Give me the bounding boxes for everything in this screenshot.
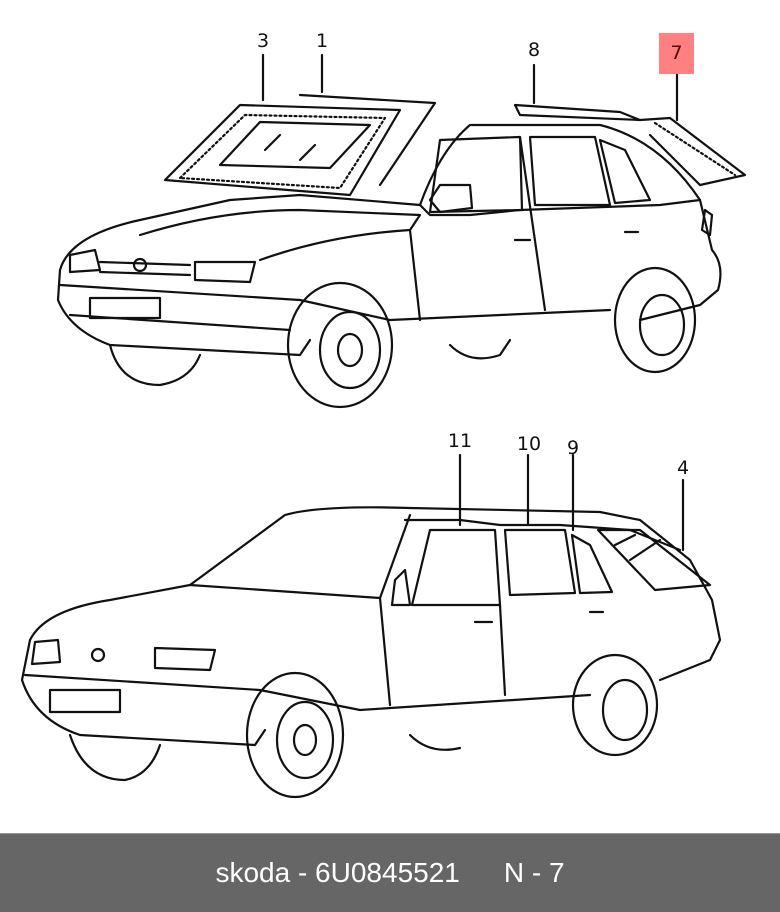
callout-label-1: 1 (315, 30, 329, 52)
position-text: N - 7 (503, 857, 565, 888)
callout-label-3: 3 (256, 30, 270, 52)
callout-label-8: 8 (527, 39, 541, 61)
highlighted-callout-7: 7 (659, 33, 694, 74)
callout-label-10: 10 (516, 433, 542, 455)
estate-car-drawing (20, 453, 722, 799)
callout-label-11: 11 (447, 430, 473, 452)
parts-diagram (20, 53, 747, 799)
part-number-text: skoda - 6U0845521 (215, 857, 460, 888)
hatchback-car-drawing (56, 53, 747, 409)
callout-label-9: 9 (566, 437, 580, 459)
callout-label-4: 4 (676, 457, 690, 479)
highlighted-callout-label: 7 (670, 42, 683, 64)
part-info-footer: skoda - 6U0845521 N - 7 (0, 833, 780, 912)
